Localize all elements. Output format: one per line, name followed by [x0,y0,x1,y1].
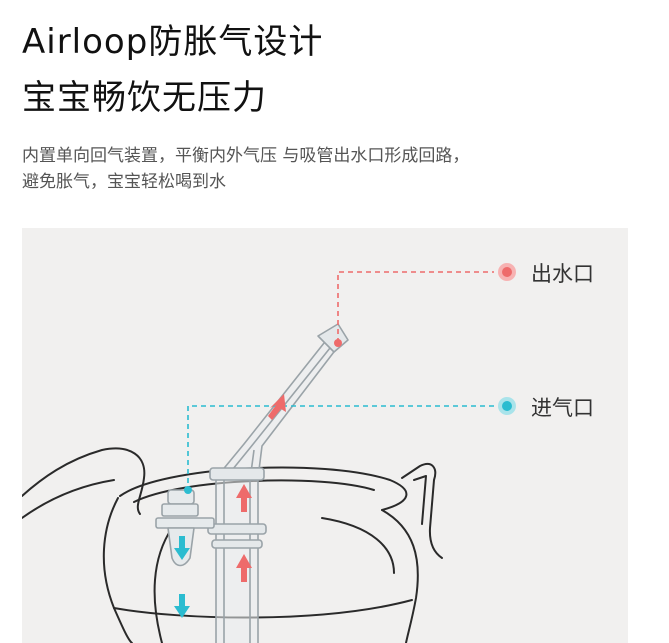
arrow-down-icon [174,594,190,618]
outlet-label: 出水口 [531,262,594,286]
airloop-diagram: 出水口 进气口 [22,228,628,643]
straw [207,323,349,643]
bottle-illustration [22,263,516,643]
headline-line-1: Airloop防胀气设计 [22,22,324,62]
description-line-2: 避免胀气，宝宝轻松喝到水 [22,172,226,192]
water-flow-arrows [236,394,286,582]
inlet-callout [184,397,516,494]
arrow-down-icon [174,536,190,560]
arrow-up-icon [236,554,252,582]
arrow-up-icon [236,484,252,512]
air-flow-arrows [174,536,190,618]
description-line-1: 内置单向回气装置，平衡内外气压 与吸管出水口形成回路， [22,146,470,166]
headline-line-2: 宝宝畅饮无压力 [22,78,267,118]
arrow-up-right-icon [268,394,286,420]
outlet-callout [334,263,516,347]
inlet-label: 进气口 [531,396,594,420]
